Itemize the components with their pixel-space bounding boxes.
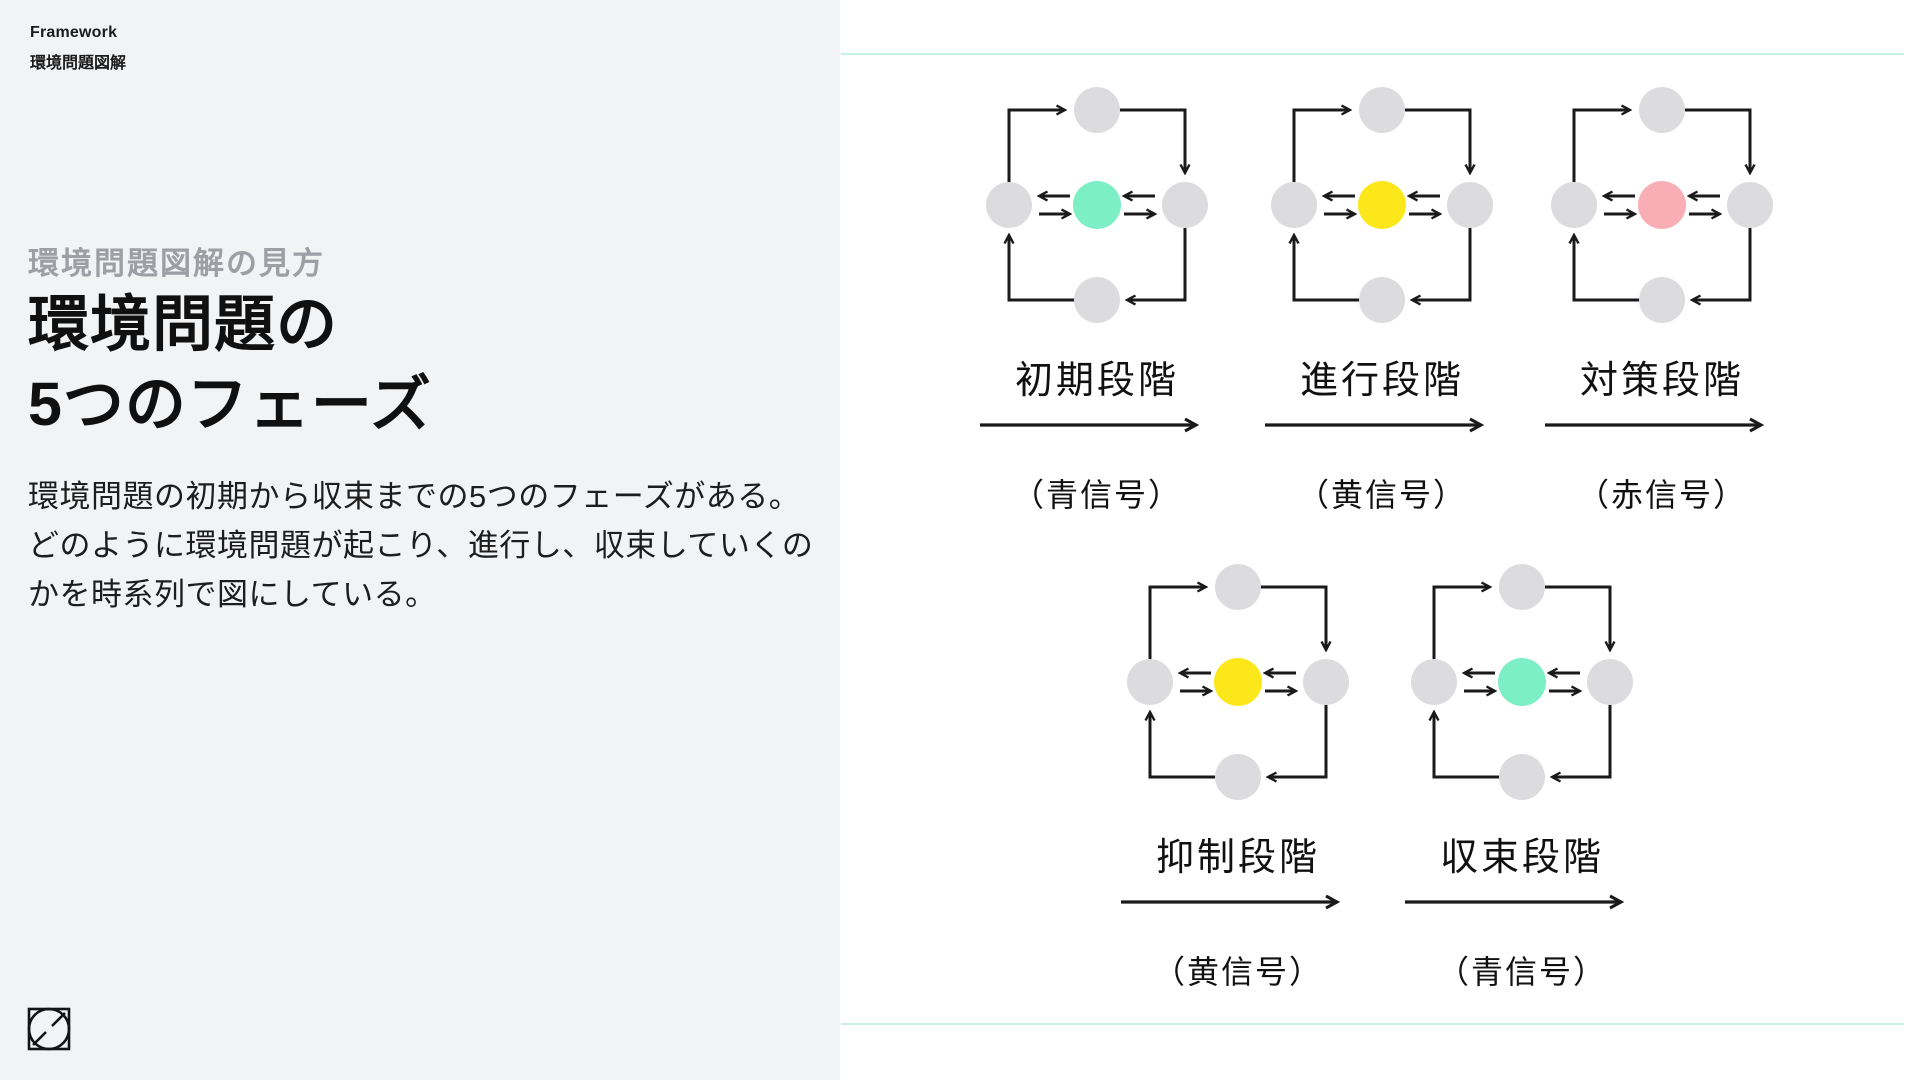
stage-name: 抑制段階 bbox=[1155, 837, 1320, 879]
status-node bbox=[1214, 658, 1262, 706]
body-line: かを時系列で図にしている。 bbox=[28, 577, 437, 612]
timeline-arrow bbox=[1265, 416, 1499, 434]
stage-signal: （青信号） bbox=[1011, 477, 1182, 513]
cycle-arrows bbox=[1150, 587, 1326, 777]
page-title: 環境問題の 5つのフェーズ bbox=[28, 284, 432, 444]
timeline-arrow bbox=[1545, 416, 1779, 434]
gray-node-top bbox=[1499, 564, 1545, 610]
gray-node-left bbox=[1411, 659, 1457, 705]
gray-node-top bbox=[1074, 87, 1120, 133]
brand-header: Framework 環境問題図解 bbox=[30, 24, 126, 73]
stage-name: 対策段階 bbox=[1579, 360, 1744, 402]
gray-node-left bbox=[1127, 659, 1173, 705]
body-line: どのように環境問題が起こり、進行し、収束していくの bbox=[28, 528, 814, 563]
title-line-1: 環境問題の bbox=[28, 290, 339, 358]
stage-signal: （黄信号） bbox=[1296, 477, 1467, 513]
cycle-arrows bbox=[1434, 587, 1610, 777]
gray-node-bottom bbox=[1639, 277, 1685, 323]
cycle-diagram bbox=[1271, 87, 1493, 323]
stage-name: 進行段階 bbox=[1299, 360, 1464, 402]
cycle-arrows bbox=[1574, 110, 1750, 300]
gray-node-bottom bbox=[1074, 277, 1120, 323]
gray-node-top bbox=[1359, 87, 1405, 133]
body-line: 環境問題の初期から収束までの5つのフェーズがある。 bbox=[28, 479, 801, 514]
gray-node-top bbox=[1639, 87, 1685, 133]
stage-suppression: 抑制段階 （黄信号） bbox=[1118, 562, 1358, 993]
gray-node-bottom bbox=[1359, 277, 1405, 323]
top-divider bbox=[841, 53, 1904, 55]
brand-title: 環境問題図解 bbox=[30, 55, 127, 72]
cycle-diagram bbox=[986, 87, 1208, 323]
stage-signal: （青信号） bbox=[1436, 954, 1607, 990]
status-node bbox=[1498, 658, 1546, 706]
gray-node-right bbox=[1303, 659, 1349, 705]
stage-name: 初期段階 bbox=[1014, 360, 1179, 402]
gray-node-right bbox=[1447, 182, 1493, 228]
cycle-diagram bbox=[1127, 564, 1349, 800]
stage-progress: 進行段階 （黄信号） bbox=[1262, 85, 1502, 516]
bottom-divider bbox=[841, 1023, 1904, 1025]
gray-node-right bbox=[1587, 659, 1633, 705]
cycle-diagram bbox=[1411, 564, 1633, 800]
timeline-arrow bbox=[1121, 893, 1355, 911]
timeline-arrow bbox=[1405, 893, 1639, 911]
gray-node-left bbox=[1271, 182, 1317, 228]
cycle-arrows bbox=[1009, 110, 1185, 300]
gray-node-bottom bbox=[1499, 754, 1545, 800]
stage-name: 収束段階 bbox=[1439, 837, 1604, 879]
brand-label: Framework bbox=[30, 24, 118, 41]
title-line-2: 5つのフェーズ bbox=[28, 370, 432, 438]
stage-countermeasure: 対策段階 （赤信号） bbox=[1542, 85, 1782, 516]
gray-node-left bbox=[1551, 182, 1597, 228]
left-panel: Framework 環境問題図解 環境問題図解の見方 環境問題の 5つのフェーズ… bbox=[0, 0, 840, 1080]
status-node bbox=[1638, 181, 1686, 229]
gray-node-right bbox=[1727, 182, 1773, 228]
stage-convergence: 収束段階 （青信号） bbox=[1402, 562, 1642, 993]
stage-initial: 初期段階 （青信号） bbox=[977, 85, 1217, 516]
status-node bbox=[1358, 181, 1406, 229]
gray-node-right bbox=[1162, 182, 1208, 228]
gray-node-left bbox=[986, 182, 1032, 228]
stage-signal: （赤信号） bbox=[1576, 477, 1747, 513]
intro-description: 環境問題の初期から収束までの5つのフェーズがある。 どのように環境問題が起こり、… bbox=[28, 472, 813, 619]
section-kicker: 環境問題図解の見方 bbox=[28, 246, 325, 281]
gray-node-top bbox=[1215, 564, 1261, 610]
cycle-diagram bbox=[1551, 87, 1773, 323]
timeline-arrow bbox=[980, 416, 1214, 434]
brand-mark-icon bbox=[27, 1007, 71, 1051]
gray-node-bottom bbox=[1215, 754, 1261, 800]
status-node bbox=[1073, 181, 1121, 229]
cycle-arrows bbox=[1294, 110, 1470, 300]
stage-signal: （黄信号） bbox=[1152, 954, 1323, 990]
